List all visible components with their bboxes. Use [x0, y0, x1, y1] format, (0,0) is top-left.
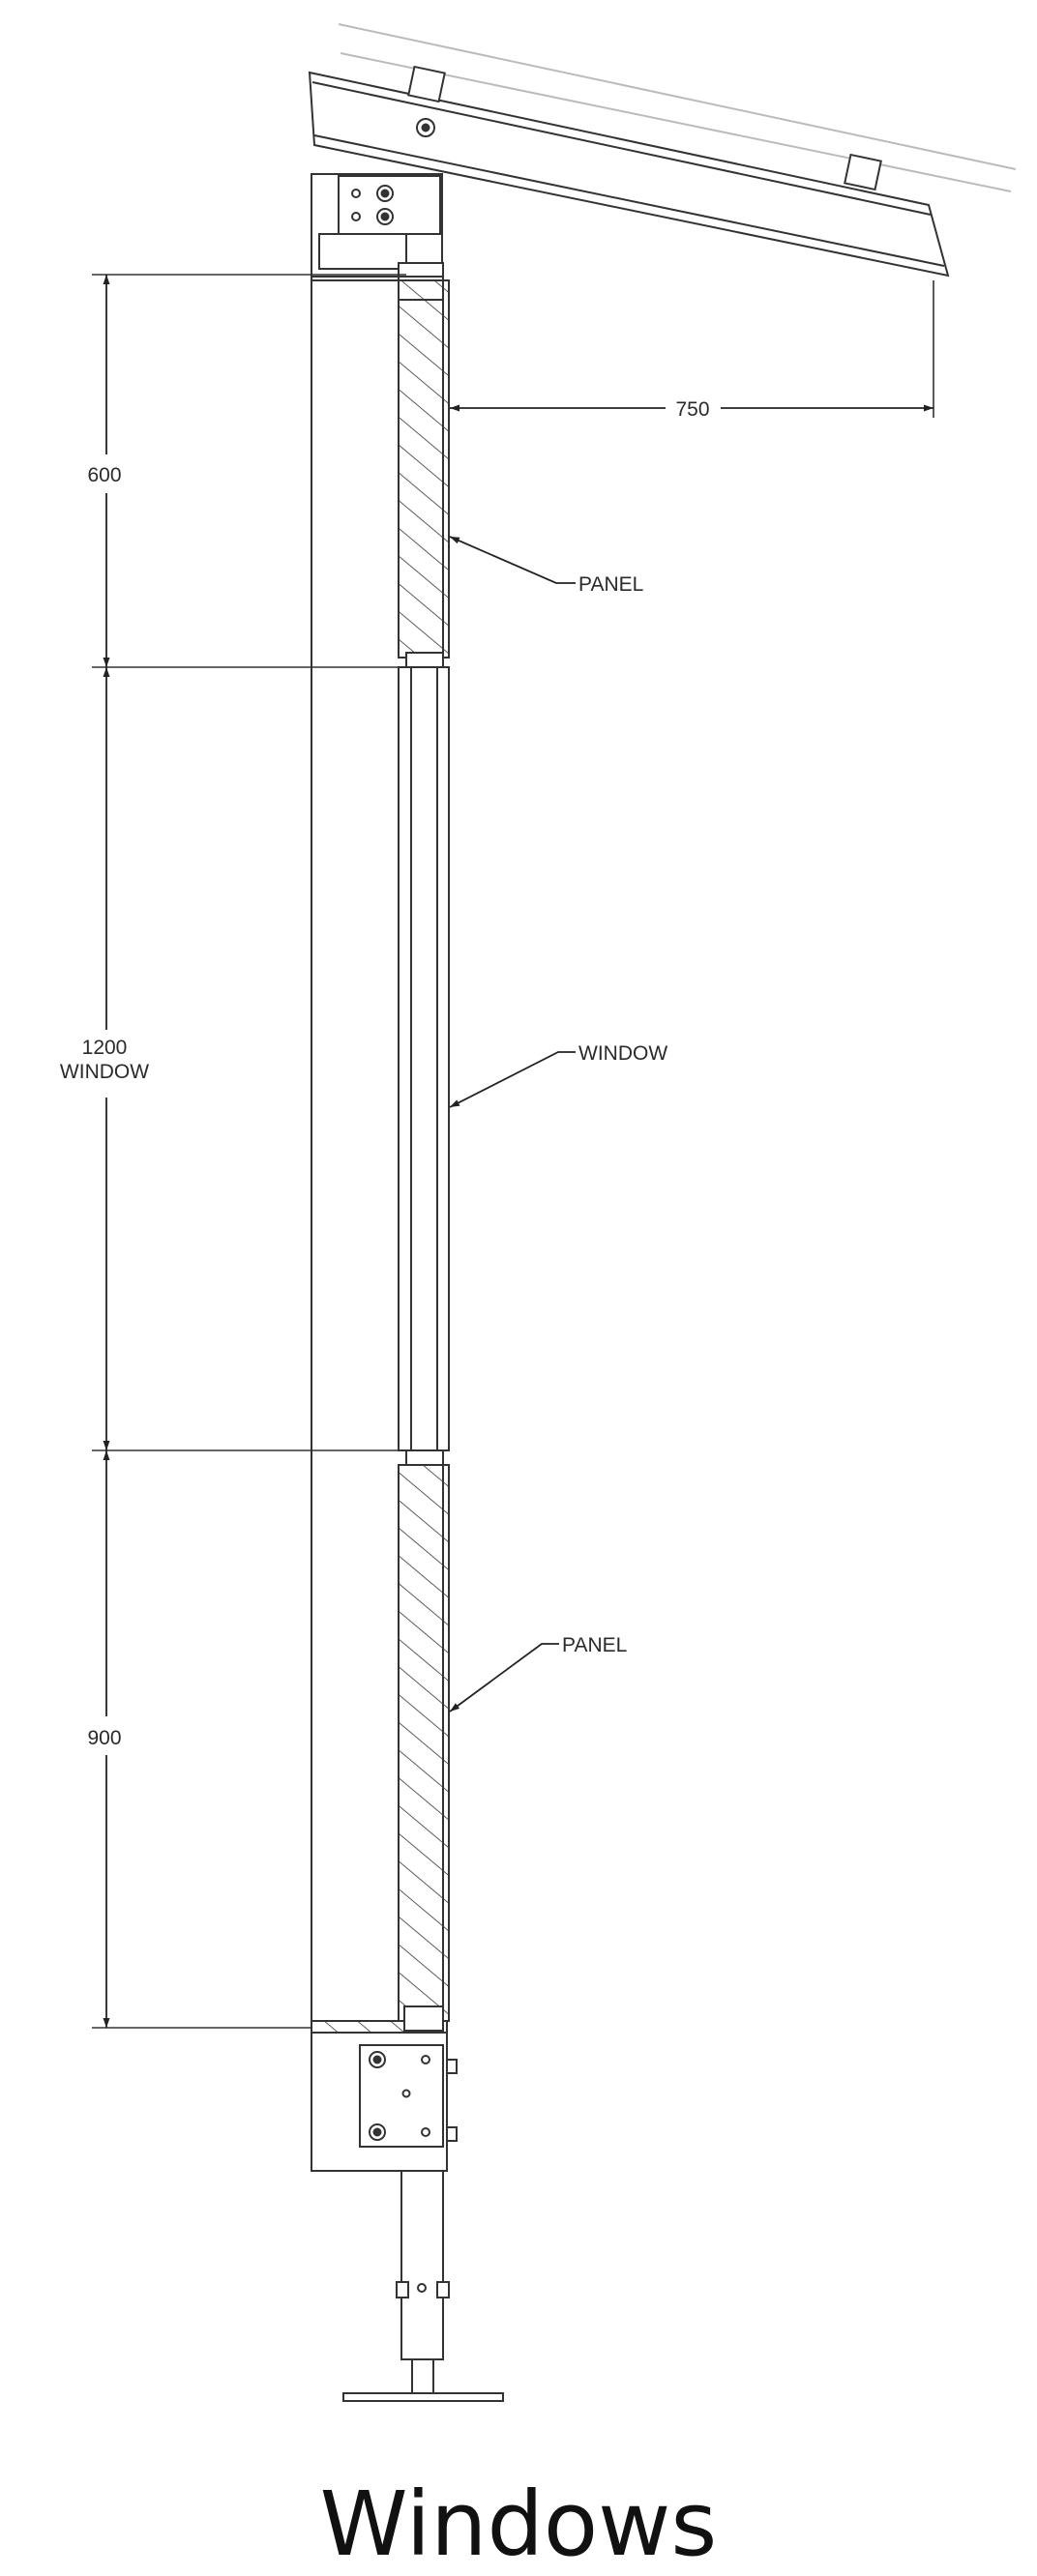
dim-900: 900 — [87, 1727, 121, 1749]
dim-window-label: WINDOW — [60, 1061, 149, 1083]
leader-lines — [449, 536, 576, 1712]
dim-1200: 1200 — [82, 1037, 128, 1059]
callout-bottom-panel: PANEL — [562, 1634, 627, 1656]
leg-stand — [342, 2170, 504, 2402]
callout-window: WINDOW — [578, 1042, 667, 1065]
roof-clamp — [407, 65, 882, 191]
extension-lines — [92, 274, 934, 2029]
dim-600: 600 — [87, 464, 121, 486]
dim-750: 750 — [675, 398, 709, 421]
bottom-panel — [398, 1464, 450, 2022]
callout-top-panel: PANEL — [578, 573, 643, 596]
window-unit — [398, 652, 450, 1466]
page-title: Windows — [319, 2473, 718, 2576]
roof-rail — [338, 23, 1017, 192]
top-bracket — [311, 173, 444, 301]
base-bracket — [311, 2005, 458, 2172]
roof-beam — [308, 71, 950, 278]
top-panel — [398, 279, 450, 659]
